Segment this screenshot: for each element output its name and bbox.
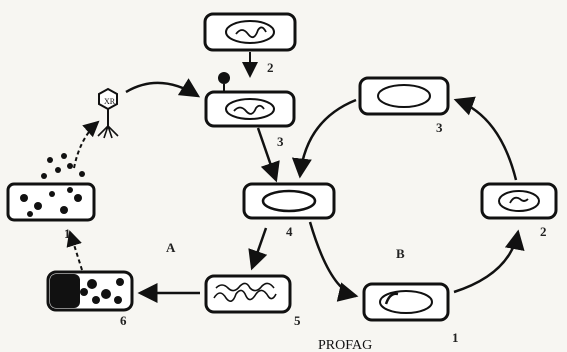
label-cycle-b: B (396, 246, 405, 261)
cell-5 (204, 274, 292, 314)
label-profag: PROFAG (318, 338, 372, 352)
label-step-2-top: 2 (267, 60, 274, 75)
arrow-b2-to-b3 (453, 96, 518, 181)
arrow-4-to-prophage (308, 221, 359, 302)
label-step-4: 4 (286, 224, 293, 239)
label-cycle-a: A (166, 240, 176, 255)
cell-4 (242, 182, 336, 220)
cell-prophage (362, 282, 450, 322)
phage-head-icon (218, 72, 230, 84)
cell-b3 (358, 76, 450, 116)
arrow-release-to-phage (73, 120, 100, 169)
svg-text:XR: XR (104, 97, 116, 106)
label-b-step-1: 1 (452, 330, 459, 345)
cell-lysis (6, 153, 96, 222)
arrow-phage-to-cell-3 (125, 78, 201, 98)
cell-6 (46, 270, 134, 312)
cell-3-infection (204, 72, 296, 128)
arrow-b3-to-4 (291, 98, 357, 179)
arrow-3-to-4 (256, 127, 280, 183)
label-b-step-2: 2 (540, 224, 547, 239)
arrow-4-to-5 (248, 227, 268, 271)
cell-b2 (480, 182, 558, 220)
label-b-step-3: 3 (436, 120, 443, 135)
label-step-3-left: 3 (277, 134, 284, 149)
arrow-b1-to-b2 (453, 229, 525, 294)
label-step-6: 6 (120, 313, 127, 328)
arrow-6-to-1 (66, 230, 83, 271)
label-step-5: 5 (294, 313, 301, 328)
bacteriophage-icon: XR (97, 87, 119, 139)
cell-2-top (203, 12, 297, 52)
